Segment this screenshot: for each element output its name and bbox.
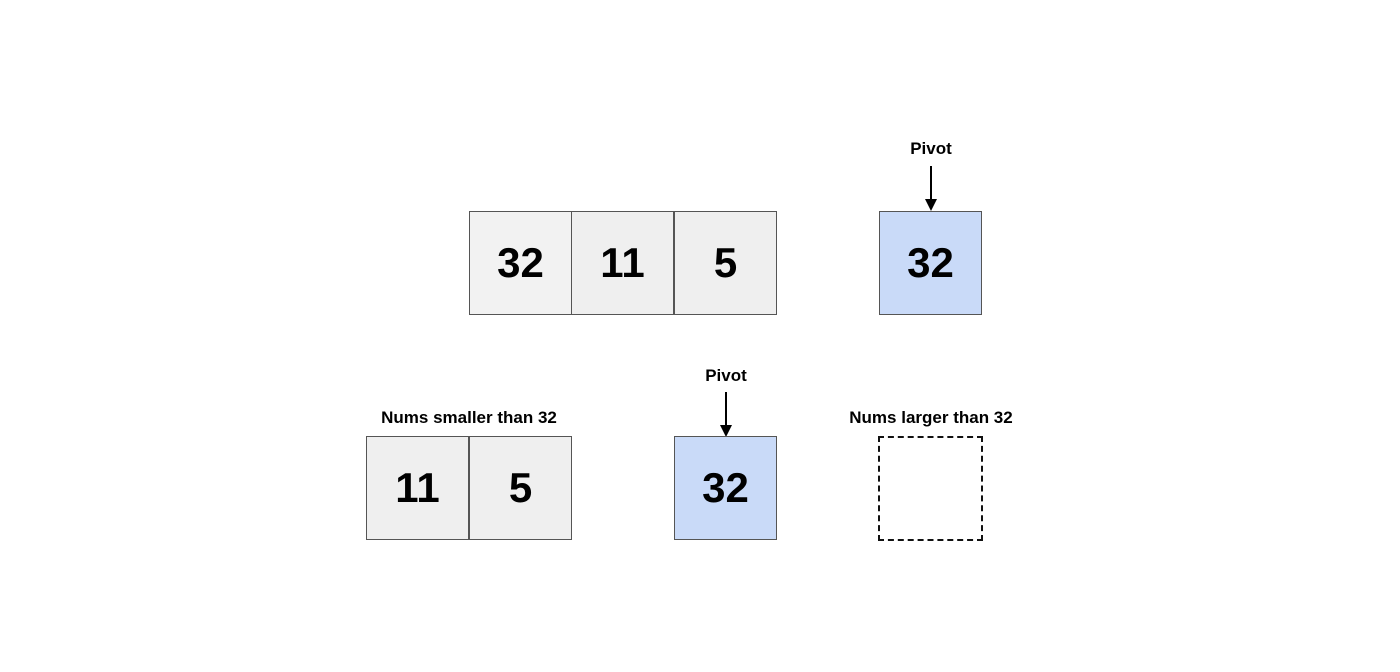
array-cell: 32 bbox=[469, 211, 572, 315]
array-cell: 5 bbox=[469, 436, 572, 540]
pivot-label: Pivot bbox=[910, 139, 952, 158]
empty-larger-partition bbox=[878, 436, 983, 541]
larger-partition-label: Nums larger than 32 bbox=[849, 408, 1013, 427]
smaller-partition-label: Nums smaller than 32 bbox=[381, 408, 557, 427]
pivot-arrow-icon bbox=[720, 392, 732, 437]
array-cell: 11 bbox=[366, 436, 469, 540]
pivot-cell: 32 bbox=[674, 436, 777, 540]
pivot-cell: 32 bbox=[879, 211, 982, 315]
pivot-label: Pivot bbox=[705, 366, 747, 385]
pivot-arrow-icon bbox=[925, 166, 937, 211]
array-cell: 5 bbox=[674, 211, 777, 315]
array-cell: 11 bbox=[571, 211, 674, 315]
